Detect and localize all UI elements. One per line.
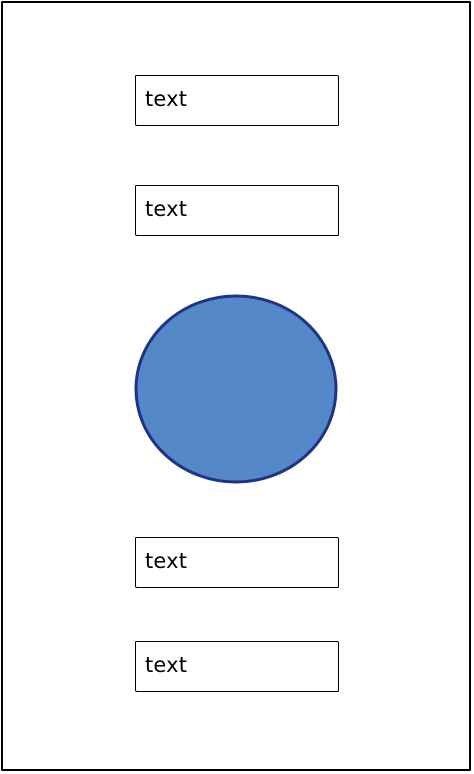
circle-shape[interactable] bbox=[133, 293, 339, 485]
text-field-3-value: text bbox=[145, 548, 188, 573]
circle-ellipse bbox=[134, 294, 338, 484]
text-field-1-value: text bbox=[145, 86, 188, 111]
text-field-4-value: text bbox=[145, 652, 188, 677]
text-field-2-value: text bbox=[145, 196, 188, 221]
text-field-3[interactable]: text bbox=[135, 537, 339, 588]
text-field-2[interactable]: text bbox=[135, 185, 339, 236]
text-field-1[interactable]: text bbox=[135, 75, 339, 126]
text-field-4[interactable]: text bbox=[135, 641, 339, 692]
